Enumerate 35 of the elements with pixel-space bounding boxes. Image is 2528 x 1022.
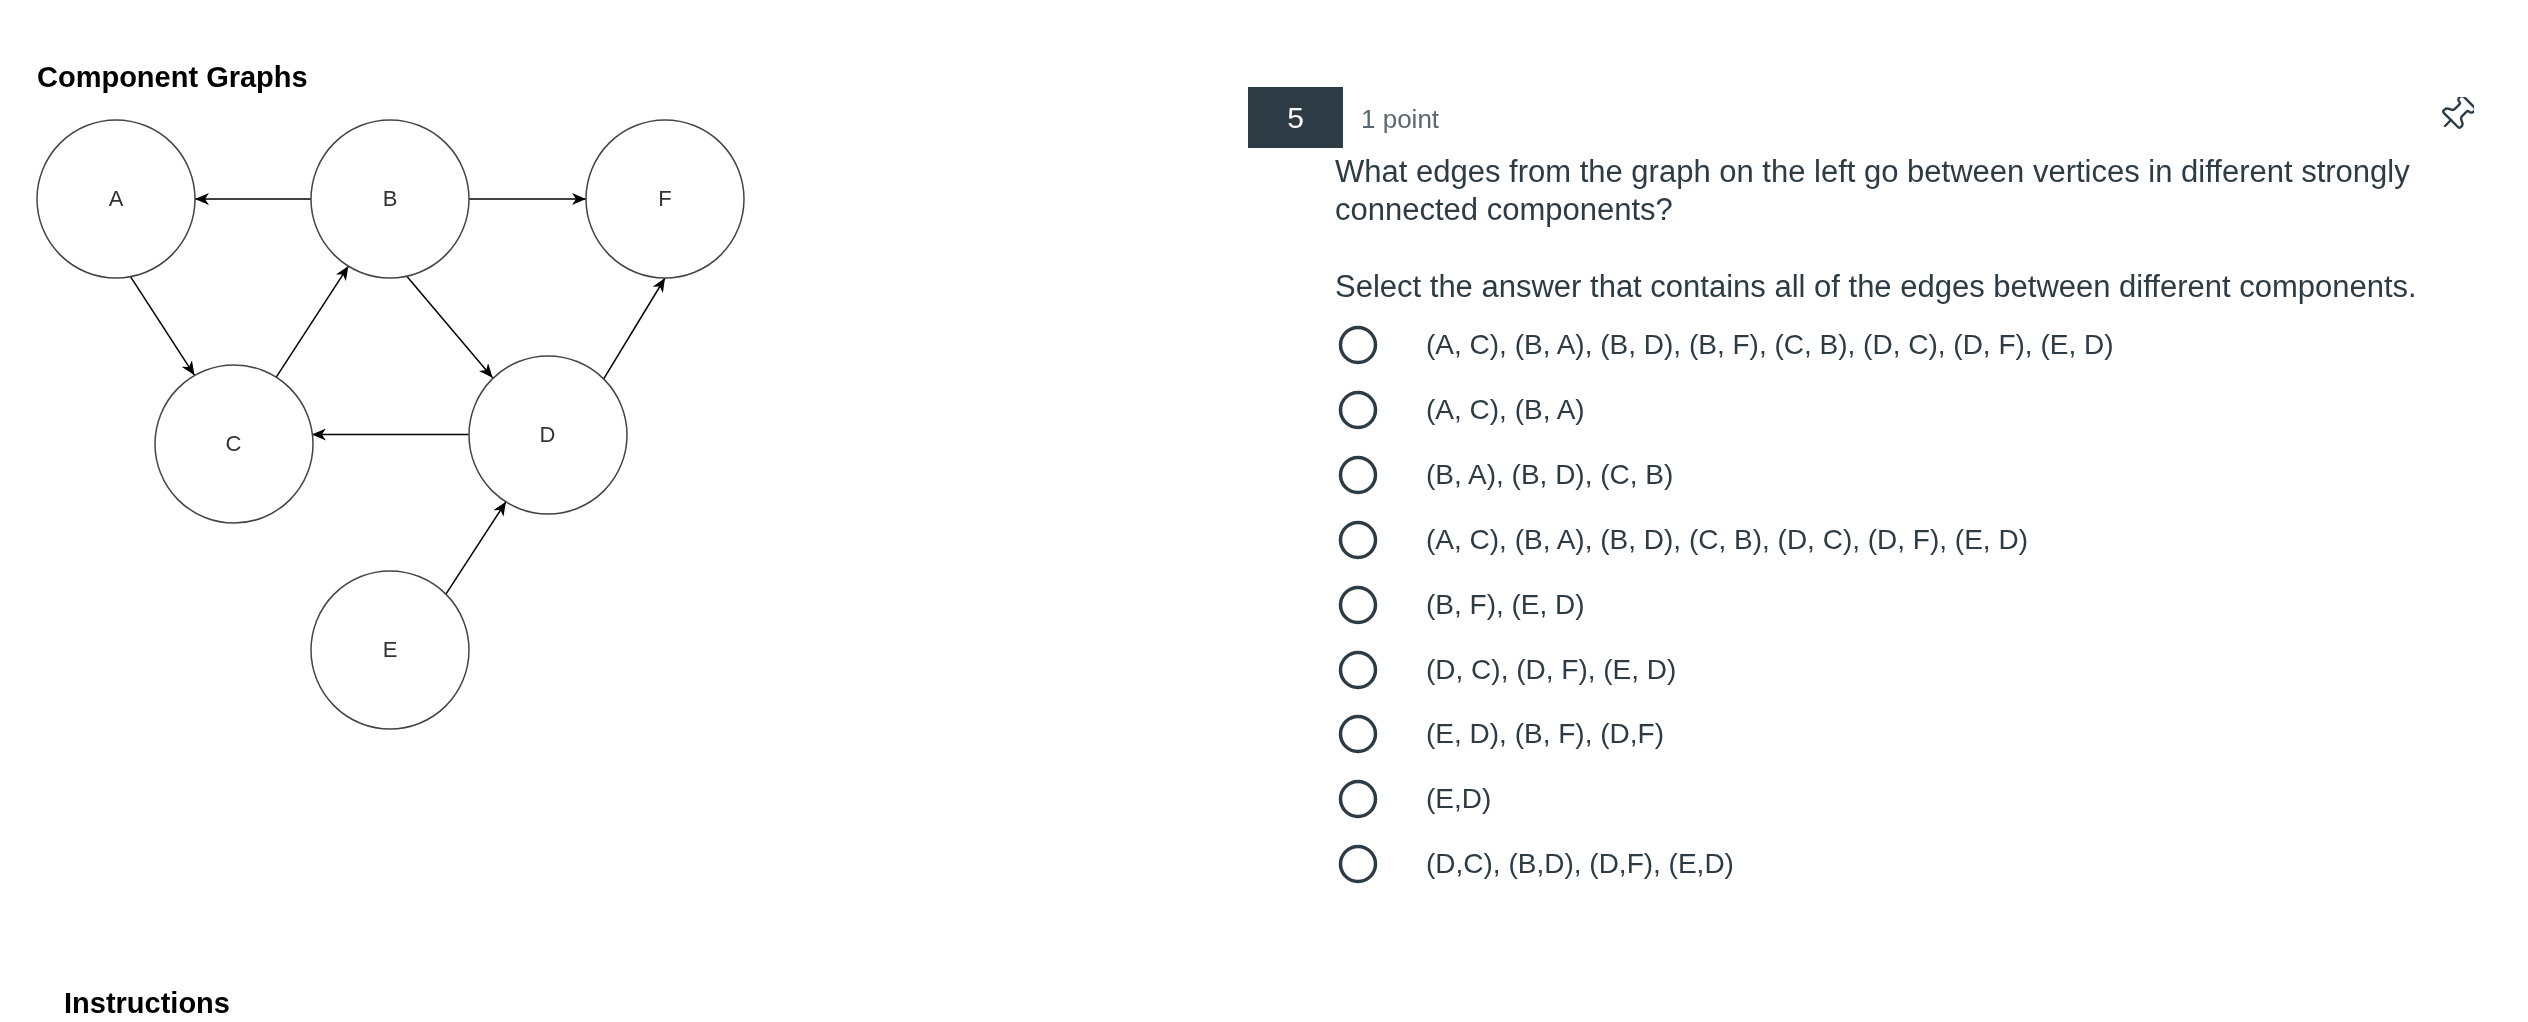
arrow (275, 265, 350, 379)
arrow (445, 500, 507, 595)
points-text: 1 point (1361, 104, 1440, 134)
answer-option-text: (D,C), (B,D), (D,F), (E,D) (1426, 847, 1734, 882)
vertex-label: B (382, 187, 398, 211)
arrow (129, 275, 196, 377)
answer-option-text: (B, F), (E, D) (1426, 587, 1585, 622)
vertex-circle (585, 119, 745, 279)
arrow (468, 193, 587, 205)
arrow (194, 193, 312, 205)
answer-option-text: (E,D) (1426, 782, 1492, 817)
answer-option-text: (A, C), (B, A) (1426, 392, 1585, 427)
arrow (406, 275, 494, 379)
arrow (602, 277, 666, 380)
instruction-text: Select the answer that contains all of the edges between different components. (1335, 268, 2417, 306)
vertex-label: F (658, 187, 672, 211)
answer-option-text: (A, C), (B, A), (B, D), (C, B), (D, C), (D, F), (E, D) (1426, 522, 2028, 557)
vertex-label: A (108, 187, 124, 211)
vertex-label: E (382, 638, 398, 662)
vertex-label: D (539, 422, 556, 447)
answer-option-text: (B, A), (B, D), (C, B) (1426, 457, 1674, 492)
question-number: 5 (1248, 87, 1343, 148)
vertex-label: C (225, 432, 242, 456)
arrow (311, 428, 470, 441)
answer-option-text: (E, D), (B, F), (D,F) (1426, 717, 1664, 752)
vertex-circle (467, 354, 628, 515)
vertex-circle (36, 119, 196, 279)
answer-option-text: (A, C), (B, A), (B, D), (B, F), (C, B), (D, C), (D, F), (E, D) (1426, 328, 2114, 362)
vertex-circle (153, 364, 314, 524)
vertex-circle (310, 119, 470, 279)
section-heading: Component Graphs (37, 60, 308, 94)
answer-option-text: (D, C), (D, F), (E, D) (1426, 652, 1677, 687)
question-text: What edges from the graph on the left go between vertices in different strongly connected components? (1335, 153, 2411, 229)
section-heading: Instructions (64, 986, 230, 1020)
vertex-circle (310, 570, 470, 730)
